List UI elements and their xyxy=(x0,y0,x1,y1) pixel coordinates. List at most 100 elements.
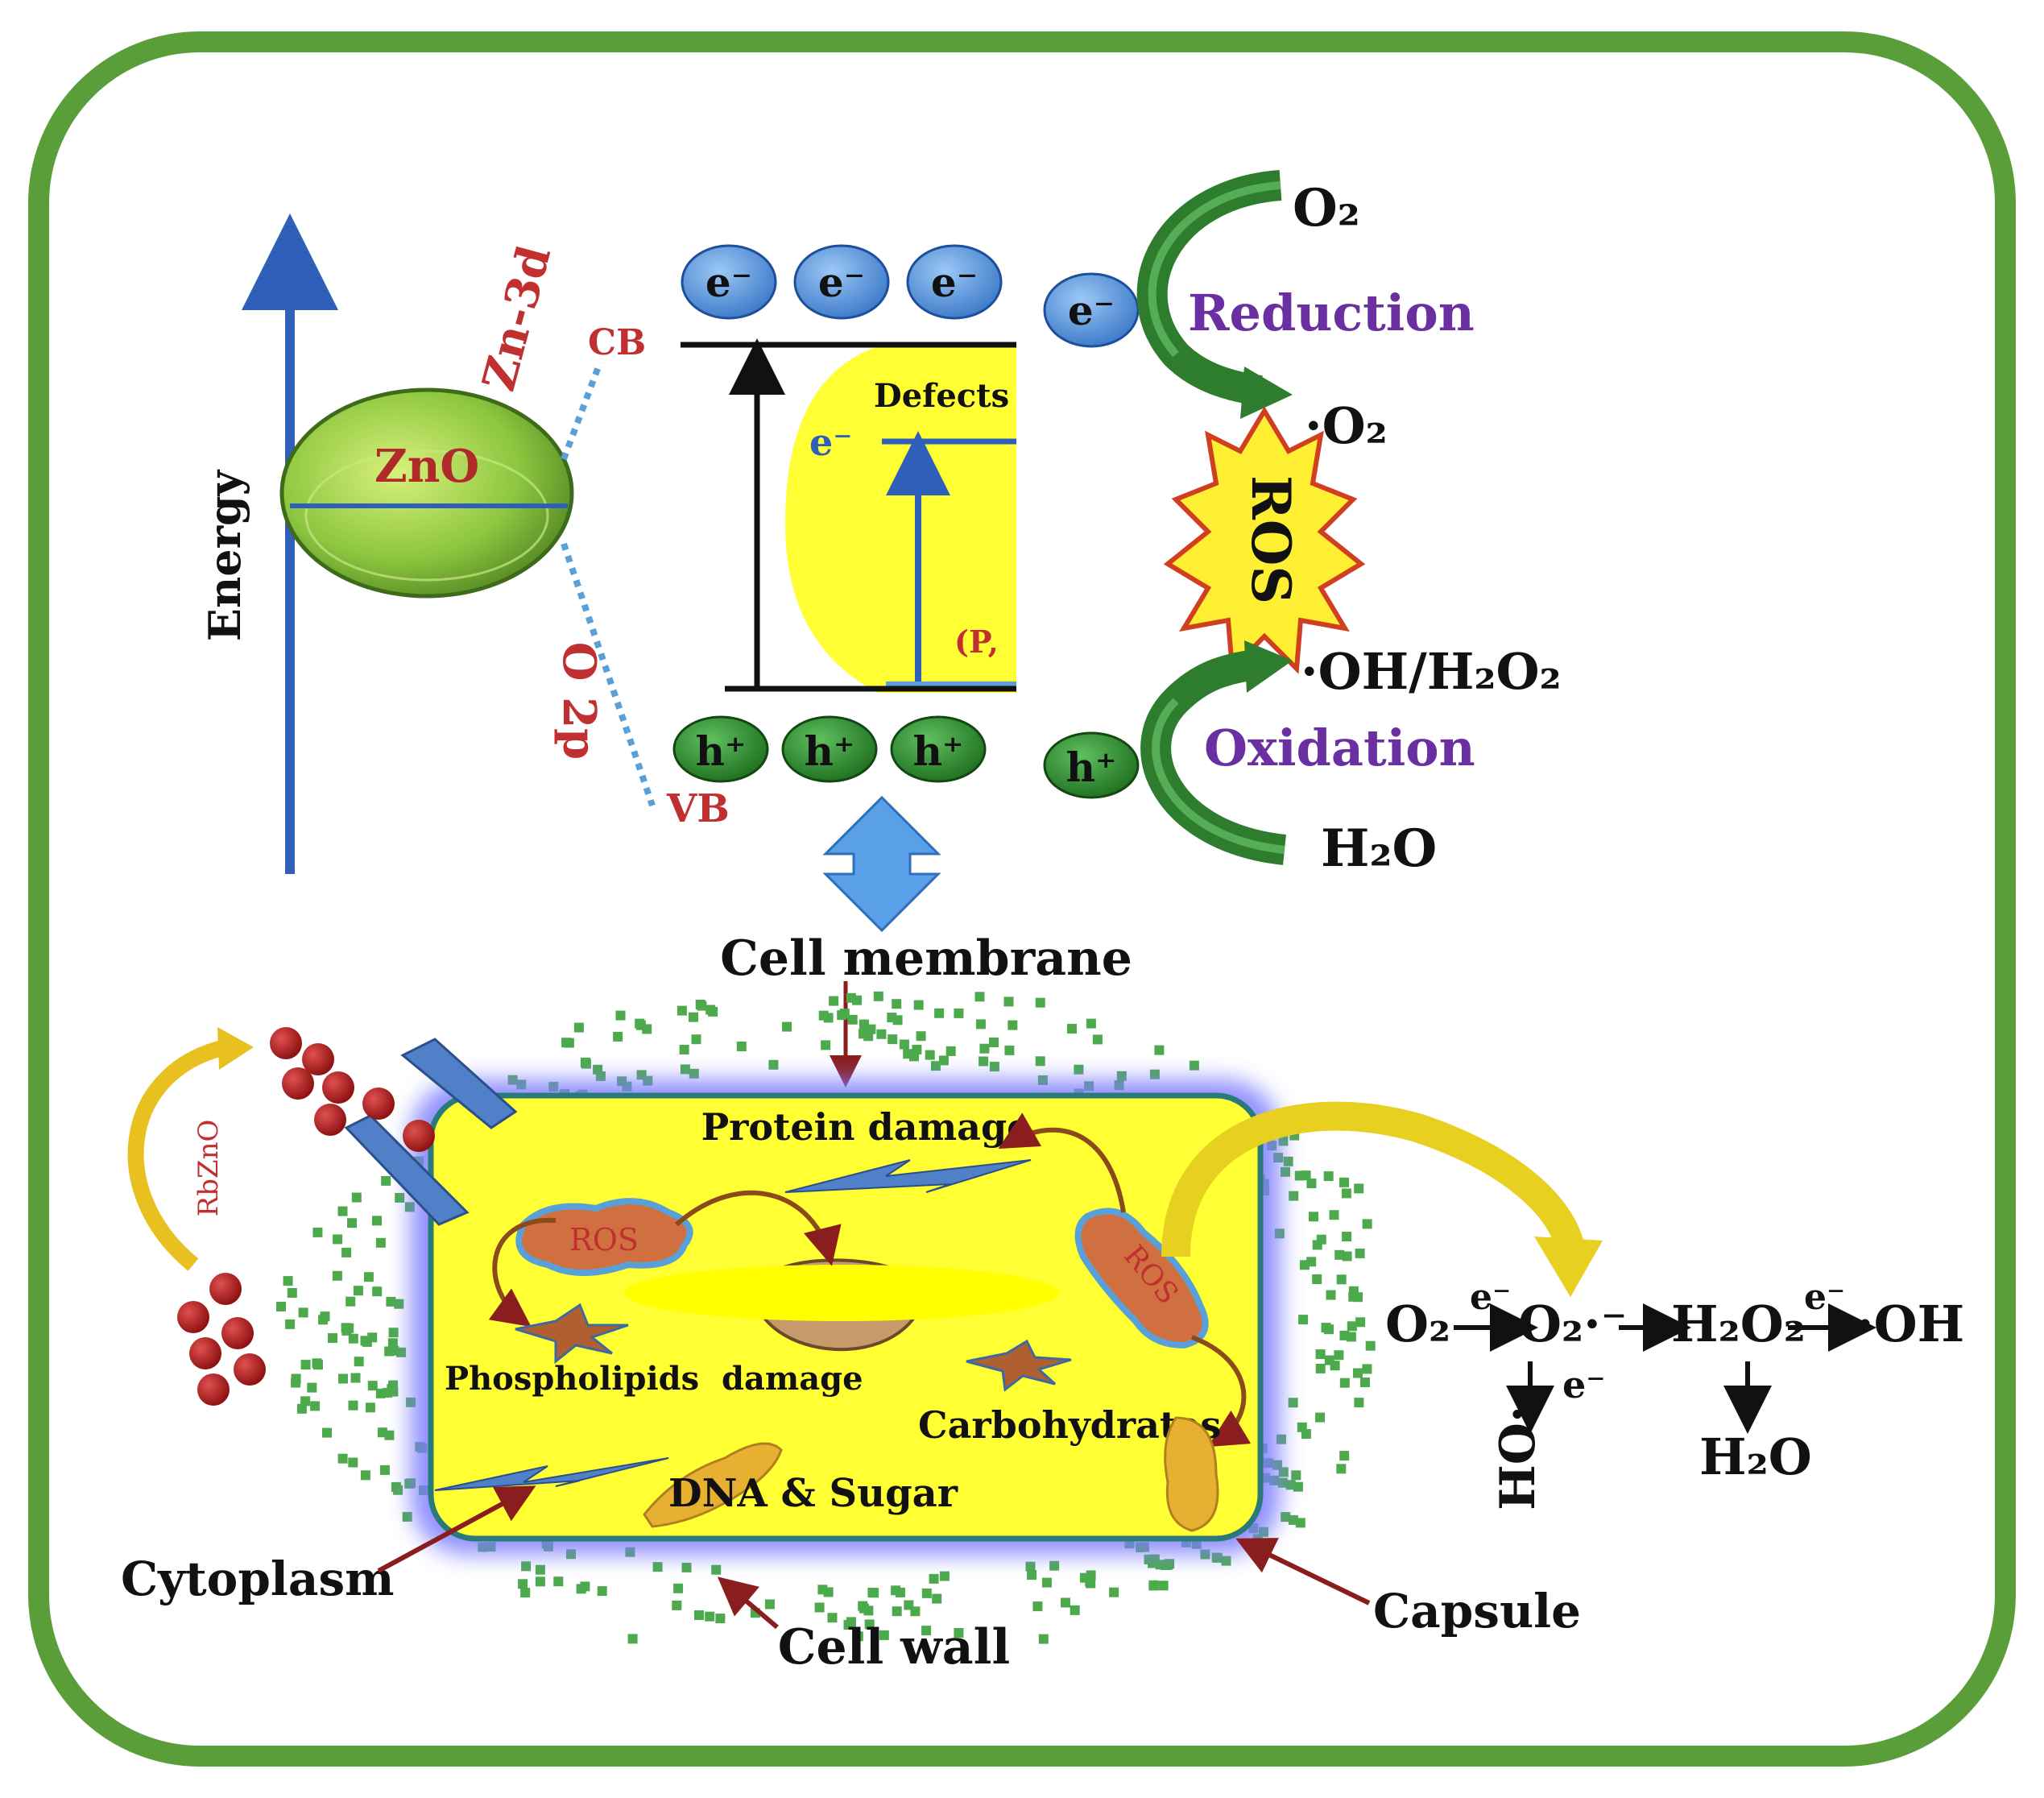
capsule-dot xyxy=(689,1012,698,1022)
cytoplasm-pointer xyxy=(377,1485,536,1573)
capsule-dot xyxy=(615,1010,626,1021)
reaction-h2o: H₂O xyxy=(1699,1427,1812,1486)
capsule-dot xyxy=(1038,1634,1049,1644)
hole: h⁺ xyxy=(781,715,878,783)
capsule-dot xyxy=(652,1562,663,1572)
reaction-oh: ·OH xyxy=(1856,1295,1964,1353)
capsule-dot xyxy=(934,1008,945,1018)
capsule-dot xyxy=(521,1561,532,1572)
capsule-dot xyxy=(1092,1034,1103,1045)
oxidation-label: Oxidation xyxy=(1204,719,1475,777)
o2-top-label: O₂ xyxy=(1293,178,1360,238)
capsule-dot xyxy=(829,996,839,1006)
capsule-dot xyxy=(1049,1560,1060,1571)
capsule-dot xyxy=(1336,1464,1347,1474)
capsule-dot xyxy=(814,1602,825,1613)
capsule-dot xyxy=(1353,1368,1363,1378)
capsule-dot xyxy=(888,1034,898,1045)
capsule-dot xyxy=(354,1357,364,1367)
capsule-dot xyxy=(387,1384,397,1394)
capsule-dot xyxy=(553,1576,564,1587)
capsule-dot xyxy=(921,1588,932,1598)
capsule-dot xyxy=(1295,1518,1305,1528)
capsule-dot xyxy=(337,1206,348,1216)
capsule-dot xyxy=(1342,1251,1352,1262)
svg-text:h⁺: h⁺ xyxy=(696,727,747,775)
electron: e⁻ xyxy=(906,244,1003,320)
capsule-dot xyxy=(1354,1183,1364,1194)
hole-row: h⁺ h⁺ h⁺ h⁺ xyxy=(672,715,1140,799)
capsule-dot xyxy=(1163,1560,1173,1570)
bacterial-cell: Cell membrane Protein damage ROS Phospho… xyxy=(121,930,1603,1676)
capsule-dot xyxy=(821,1040,831,1050)
capsule-dot xyxy=(694,1610,704,1620)
h2o-label: H₂O xyxy=(1321,818,1437,879)
svg-text:e⁻: e⁻ xyxy=(931,259,978,306)
double-arrow-icon xyxy=(822,795,941,933)
defect-electron-label: e⁻ xyxy=(809,420,853,464)
capsule-dot xyxy=(989,1038,999,1047)
capsule-dot xyxy=(395,1192,405,1203)
defects-region xyxy=(785,346,1016,693)
capsule-dot xyxy=(341,1323,351,1333)
capsule-dot xyxy=(929,1573,939,1584)
band-diagram: Energy ZnO Zn-3d O 2p CB VB Defects e⁻ (… xyxy=(199,213,1140,933)
ros-arrow-to-carbohydrates xyxy=(1190,1335,1252,1448)
capsule-dot xyxy=(921,1626,932,1636)
capsule-dot xyxy=(1346,1332,1356,1342)
capsule-dot xyxy=(1035,1056,1045,1067)
oh-h2o2-label: ·OH/H₂O₂ xyxy=(1301,642,1562,701)
capsule-dot xyxy=(1281,1166,1290,1177)
capsule-dot xyxy=(823,1013,834,1023)
capsule-dot xyxy=(679,1045,689,1054)
capsule-dot xyxy=(338,1373,348,1384)
capsule-dot xyxy=(1341,1188,1351,1199)
capsule-dot xyxy=(989,1062,999,1072)
capsule-dot xyxy=(1285,1480,1296,1490)
capsule-dot xyxy=(673,1583,684,1593)
capsule-dot xyxy=(381,1175,391,1186)
capsule-dot xyxy=(705,1611,715,1622)
capsule-dot xyxy=(360,1470,370,1481)
capsule-dot xyxy=(1315,1363,1326,1373)
capsule-dot xyxy=(1109,1587,1119,1597)
capsule-dot xyxy=(847,1014,858,1025)
capsule-dot xyxy=(1347,1321,1357,1332)
capsule-dot xyxy=(1289,1191,1299,1201)
capsule-dot xyxy=(938,1055,949,1066)
capsule-dot xyxy=(1301,1429,1311,1439)
capsule-dot xyxy=(1291,1470,1301,1481)
capsule-dot xyxy=(672,1600,682,1610)
svg-text:e⁻: e⁻ xyxy=(1068,287,1115,334)
capsule-dot xyxy=(1278,1136,1289,1146)
capsule-dot xyxy=(322,1427,332,1438)
electron: e⁻ xyxy=(793,244,890,320)
capsule-dot xyxy=(852,995,862,1005)
reaction-arrow xyxy=(1161,1101,1585,1257)
capsule-dot xyxy=(979,1043,990,1054)
reduction-label: Reduction xyxy=(1188,284,1475,342)
capsule-dot xyxy=(817,1585,828,1595)
capsule-dot xyxy=(945,1046,956,1056)
ros-arrow-to-phospholipids xyxy=(488,1217,557,1328)
capsule-dot xyxy=(1294,1170,1305,1181)
capsule-dot xyxy=(1355,1248,1365,1258)
capsule-dot xyxy=(1149,1069,1160,1079)
capsule-dot xyxy=(375,1237,386,1248)
capsule-dot xyxy=(1149,1554,1160,1564)
capsule-dot xyxy=(1339,1451,1350,1461)
carbohydrate-blob xyxy=(1164,1416,1219,1532)
capsule-dot xyxy=(394,1299,404,1309)
capsule-dot xyxy=(899,1039,909,1050)
capsule-dot xyxy=(388,1328,399,1338)
damage-star-icon xyxy=(515,1303,629,1365)
capsule-dot xyxy=(595,1071,606,1081)
capsule-dot xyxy=(1312,1274,1322,1284)
capsule-dot xyxy=(347,1218,357,1228)
capsule-dot xyxy=(372,1286,383,1297)
capsule-dot xyxy=(1212,1552,1223,1563)
capsule-dot xyxy=(954,1628,964,1638)
svg-text:h⁺: h⁺ xyxy=(913,727,964,775)
capsule-dot xyxy=(1086,1018,1096,1029)
cb-label: CB xyxy=(588,322,646,363)
